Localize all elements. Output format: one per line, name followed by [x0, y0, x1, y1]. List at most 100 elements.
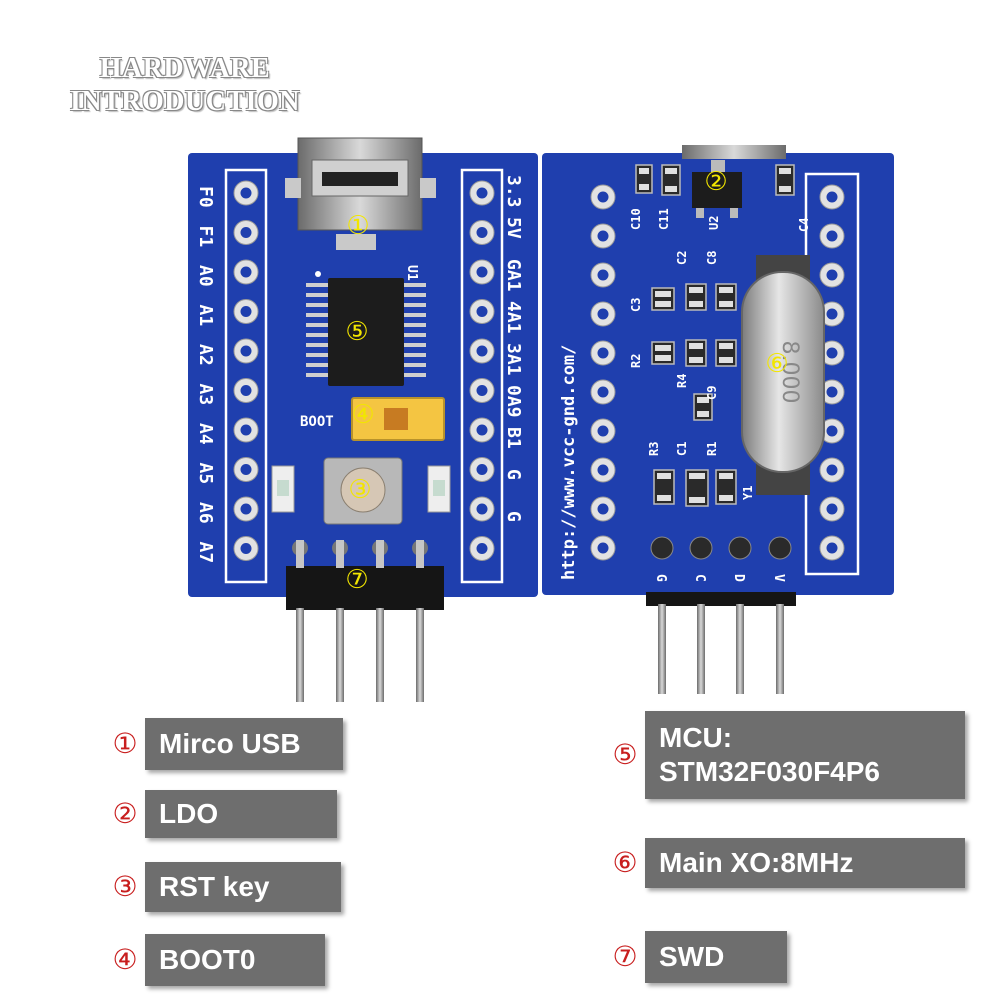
marker-4: ④ [351, 400, 374, 430]
silkscreen-label: Y1 [741, 486, 755, 500]
legend-number: ⑦ [612, 940, 638, 973]
ldo-regulator [692, 160, 742, 218]
legend-label: LDO [145, 790, 337, 838]
silkscreen-label: R2 [629, 354, 643, 368]
marker-7: ⑦ [345, 565, 368, 595]
header-pad [469, 378, 495, 403]
header-pad [590, 184, 616, 210]
legend-item: ⑥ Main XO:8MHz [605, 838, 965, 888]
silkscreen-label: A4 [195, 423, 216, 445]
left-board: U1 BOOT [188, 137, 538, 702]
smd-component [661, 164, 681, 196]
silkscreen-label: 4A1 [503, 301, 524, 334]
header-pad [819, 223, 845, 249]
silkscreen-label: R1 [705, 442, 719, 456]
silkscreen-label: C8 [705, 251, 719, 265]
header-pad [233, 496, 259, 522]
header-pad [469, 220, 495, 245]
header-pad [469, 417, 495, 443]
smd-component [651, 341, 675, 365]
mcu-chip [306, 271, 426, 386]
silkscreen-label: F1 [195, 226, 216, 248]
header-pad [469, 457, 495, 482]
silkscreen-label: G [653, 574, 668, 582]
legend-label-line: Mirco USB [159, 728, 301, 759]
legend-number: ① [112, 727, 138, 760]
legend-label-line: SWD [659, 941, 725, 972]
silkscreen-label: D [731, 574, 746, 582]
reset-button [323, 457, 403, 525]
legend-label-line: BOOT0 [159, 944, 256, 975]
header-pad [469, 536, 495, 561]
silkscreen-label: C9 [705, 386, 719, 400]
silkscreen-label: C10 [629, 208, 643, 230]
smd-component [715, 283, 737, 311]
header-pad [590, 340, 616, 366]
header-pad [469, 259, 495, 285]
header-pad [819, 340, 845, 366]
board-photo: U1 BOOT [188, 137, 894, 702]
silkscreen-label: U2 [707, 216, 721, 230]
boot0-jumper [351, 397, 445, 441]
smd-component [685, 283, 707, 311]
led-right [427, 465, 451, 513]
legend-label: Mirco USB [145, 718, 343, 770]
header-pad [233, 536, 259, 561]
silkscreen-label: R4 [675, 374, 689, 388]
header-pad [590, 223, 616, 249]
legend-label-line: STM32F030F4P6 [659, 756, 880, 787]
legend-item: ⑦ SWD [605, 931, 787, 983]
header-pad [469, 180, 495, 206]
smd-component [685, 339, 707, 367]
header-pad [819, 184, 845, 210]
header-pad [590, 496, 616, 522]
micro-usb-connector [285, 137, 436, 250]
header-pad [233, 378, 259, 403]
silkscreen-label: A7 [195, 542, 216, 564]
silkscreen-label: C1 [675, 442, 689, 456]
u1-label: U1 [404, 265, 419, 281]
smd-component [715, 469, 737, 505]
marker-2: ② [704, 167, 727, 197]
crystal-oscillator: 8.000 [741, 255, 825, 495]
right-board: 8.000 http://www.vcc-gnd.com/ [542, 145, 894, 694]
legend-number: ② [112, 797, 138, 830]
header-pad [819, 457, 845, 483]
header-pad [590, 262, 616, 288]
silkscreen-label: C4 [797, 218, 811, 232]
silkscreen-label: 0A9 [503, 385, 524, 418]
header-pad [233, 259, 259, 285]
header-pad [469, 338, 495, 364]
header-pad [819, 535, 845, 561]
header-pad [233, 338, 259, 364]
silkscreen-label: A6 [195, 502, 216, 524]
legend-label-line: Main XO:8MHz [659, 847, 854, 878]
header-pad [233, 457, 259, 482]
silkscreen-label: B1 [503, 427, 524, 449]
silkscreen-label: 3.3 [503, 175, 524, 208]
legend-number: ③ [112, 870, 138, 903]
silkscreen-label: C3 [629, 298, 643, 312]
header-pad [819, 496, 845, 522]
silkscreen-label: G [503, 469, 524, 480]
silkscreen-label: 5V [503, 217, 524, 239]
silkscreen-label: G [503, 511, 524, 522]
legend-label: RST key [145, 862, 341, 912]
silkscreen-label: C [692, 574, 707, 582]
header-pad [233, 220, 259, 245]
header-pad [819, 379, 845, 405]
silkscreen-label: A3 [195, 384, 216, 406]
swd-header [286, 540, 444, 702]
legend-number: ⑥ [612, 846, 638, 879]
header-pad [590, 457, 616, 483]
silkscreen-label: R3 [647, 442, 661, 456]
smd-component [651, 287, 675, 311]
legend-label-line: RST key [159, 871, 270, 902]
boot-label: BOOT [300, 414, 334, 430]
crystal-marking: 8.000 [777, 341, 802, 404]
header-pad [590, 535, 616, 561]
silkscreen-label: C2 [675, 251, 689, 265]
smd-component [693, 393, 713, 421]
